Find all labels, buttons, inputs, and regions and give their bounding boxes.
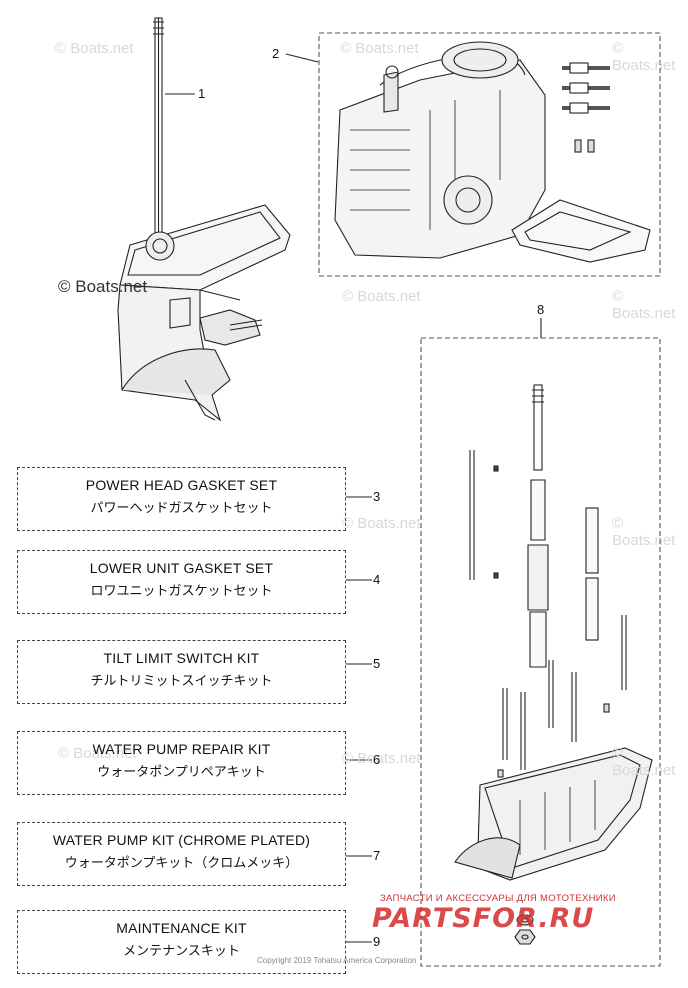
watermark: © Boats.net bbox=[58, 277, 148, 296]
lower-unit-illustration bbox=[117, 17, 291, 422]
callout-5: 5 bbox=[373, 656, 381, 671]
callout-7: 7 bbox=[373, 848, 381, 863]
watermark: © Boats.net bbox=[340, 40, 419, 57]
kit-label-jp: メンテナンスキット bbox=[123, 944, 240, 959]
drive-shaft-kit-illustration bbox=[454, 384, 653, 945]
kit-label-jp: チルトリミットスイッチキット bbox=[90, 674, 273, 689]
kit-8-frame bbox=[420, 337, 661, 967]
spark-plugs bbox=[562, 62, 610, 114]
callout-6: 6 bbox=[373, 752, 381, 767]
kit-label-en: WATER PUMP REPAIR KIT bbox=[92, 741, 271, 757]
callout-4: 4 bbox=[373, 572, 381, 587]
brand-tagline: ЗАПЧАСТИ И АКСЕССУАРЫ ДЛЯ МОТОТЕХНИКИ bbox=[380, 893, 616, 904]
watermark: © Boats.net bbox=[612, 40, 676, 74]
watermark: © Boats.net bbox=[612, 288, 676, 322]
kit-box-maintenance-kit: MAINTENANCE KIT メンテナンスキット bbox=[17, 910, 346, 974]
watermark: © Boats.net bbox=[612, 515, 676, 549]
kit-label-en: WATER PUMP KIT (CHROME PLATED) bbox=[52, 832, 311, 848]
watermark: © Boats.net bbox=[612, 745, 676, 779]
kit-box-water-pump-kit-chrome-plated: WATER PUMP KIT (CHROME PLATED) ウォータポンプキッ… bbox=[17, 822, 346, 886]
kit-box-lower-unit-gasket-set: LOWER UNIT GASKET SET ロワユニットガスケットセット bbox=[17, 550, 346, 614]
kit-label-en: TILT LIMIT SWITCH KIT bbox=[103, 650, 260, 666]
power-head-illustration bbox=[334, 41, 651, 263]
callout-1: 1 bbox=[198, 86, 206, 101]
watermark: © Boats.net bbox=[342, 515, 421, 532]
kit-label-en: POWER HEAD GASKET SET bbox=[85, 477, 278, 493]
copyright-text: Copyright 2019 Tohatsu America Corporati… bbox=[257, 956, 417, 965]
watermark: © Boats.net bbox=[342, 288, 421, 305]
kit-label-jp: ウォータポンプキット（クロムメッキ） bbox=[64, 856, 299, 871]
callout-2: 2 bbox=[272, 46, 280, 61]
kit-label-jp: パワーヘッドガスケットセット bbox=[90, 501, 273, 516]
kit-label-jp: ウォータポンプリペアキット bbox=[97, 765, 266, 780]
callout-8: 8 bbox=[537, 302, 545, 317]
kit-box-water-pump-repair-kit: WATER PUMP REPAIR KIT ウォータポンプリペアキット bbox=[17, 731, 346, 795]
kit-label-jp: ロワユニットガスケットセット bbox=[90, 584, 273, 599]
watermark: © Boats.net bbox=[55, 40, 134, 57]
kit-box-power-head-gasket-set: POWER HEAD GASKET SET パワーヘッドガスケットセット bbox=[17, 467, 346, 531]
watermark: © Boats.net bbox=[58, 745, 137, 762]
callout-3: 3 bbox=[373, 489, 381, 504]
kit-label-en: MAINTENANCE KIT bbox=[116, 920, 247, 936]
kit-box-tilt-limit-switch-kit: TILT LIMIT SWITCH KIT チルトリミットスイッチキット bbox=[17, 640, 346, 704]
power-head-frame bbox=[318, 32, 661, 277]
kit-label-en: LOWER UNIT GASKET SET bbox=[89, 560, 274, 576]
watermark: © Boats.net bbox=[342, 750, 421, 767]
callout-9: 9 bbox=[373, 934, 381, 949]
brand-logo: PARTSFOR.RU bbox=[372, 903, 595, 934]
